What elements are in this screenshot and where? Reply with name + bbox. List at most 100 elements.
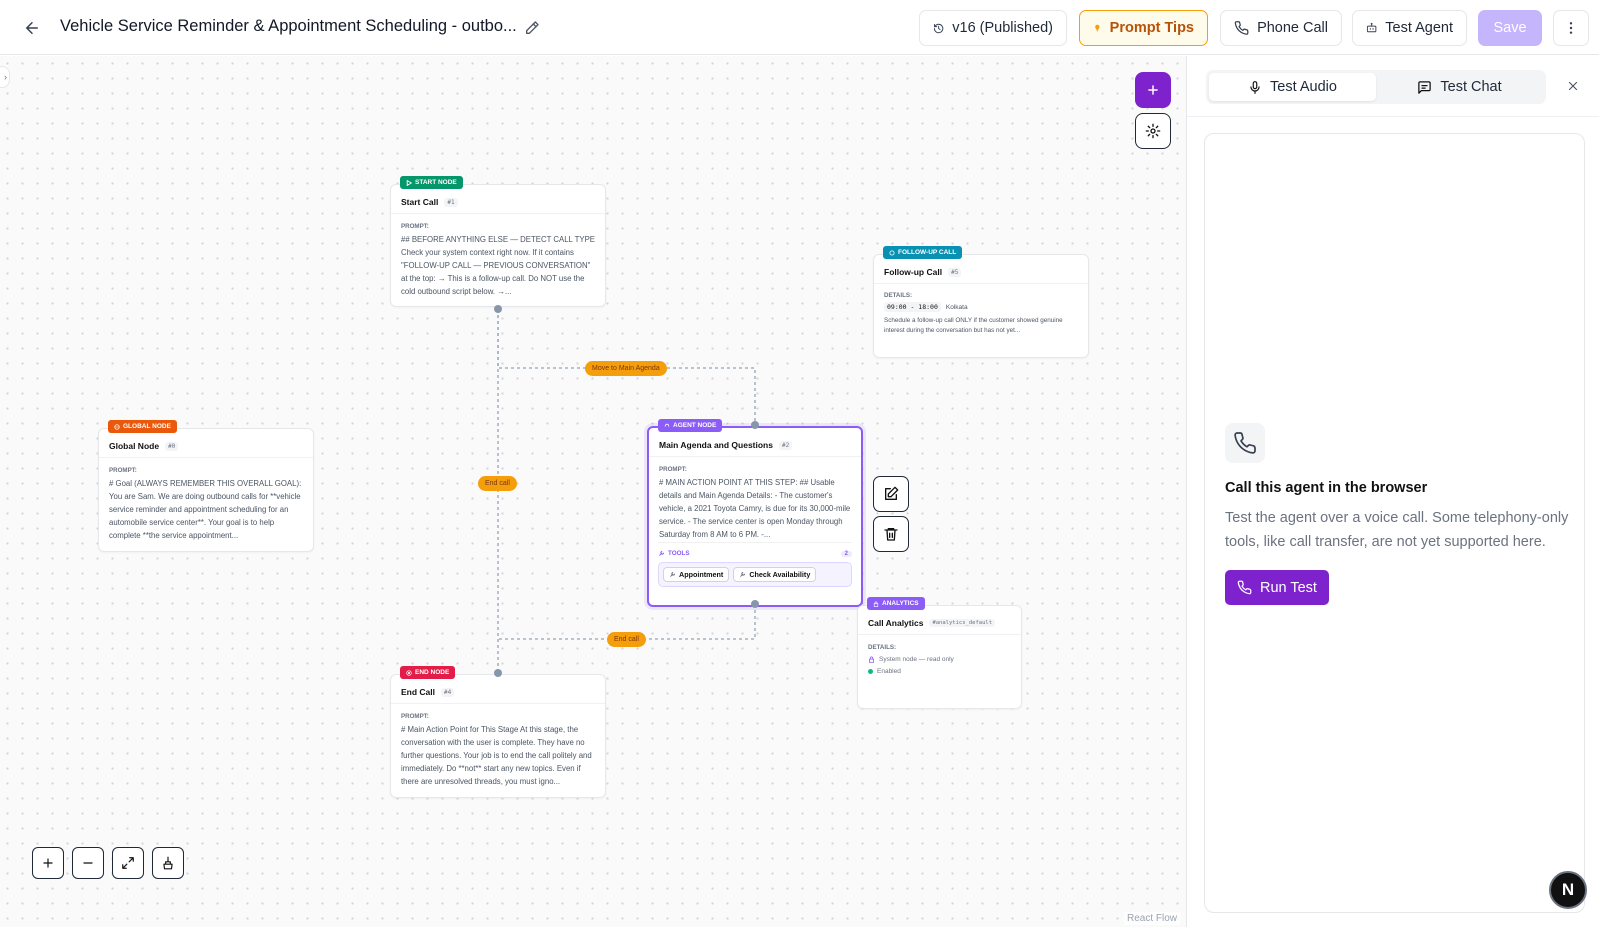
bot-icon [1366, 22, 1377, 33]
test-tabs: Test Audio Test Chat [1206, 70, 1546, 104]
followup-node[interactable]: FOLLOW-UP CALL Follow-up Call #5 DETAILS… [873, 246, 1089, 358]
zoom-in-button[interactable] [32, 847, 64, 879]
add-node-button[interactable] [1135, 72, 1171, 108]
run-test-button[interactable]: Run Test [1225, 570, 1329, 605]
tool-chip-label: Check Availability [749, 570, 811, 579]
followup-node-name: Follow-up Call [884, 267, 943, 277]
more-vertical-icon [1569, 22, 1573, 34]
analytics-enabled-text: Enabled [877, 668, 901, 675]
agent-node-target-handle[interactable] [751, 421, 759, 429]
prompt-tips-label: Prompt Tips [1109, 20, 1194, 36]
followup-timezone: Kolkata [945, 303, 968, 311]
clean-layout-icon [163, 856, 173, 870]
lock-icon [873, 600, 879, 607]
test-agent-button[interactable]: Test Agent [1352, 10, 1467, 46]
followup-node-header: Follow-up Call #5 [874, 255, 1088, 284]
more-options-button[interactable] [1553, 10, 1589, 46]
start-node[interactable]: START NODE Start Call #1 PROMPT: ## BEFO… [390, 176, 606, 307]
card-title: Call this agent in the browser [1225, 480, 1428, 496]
card-description: Test the agent over a voice call. Some t… [1225, 510, 1569, 550]
global-node-section: PROMPT: [109, 467, 137, 474]
end-node-id: #4 [441, 687, 455, 697]
headset-icon [664, 423, 670, 427]
end-node-prompt: # Main Action Point for This Stage At th… [401, 725, 592, 786]
arrow-left-icon [26, 22, 38, 34]
analytics-enabled: Enabled [858, 665, 1021, 678]
zoom-out-icon [83, 862, 93, 864]
agent-node[interactable]: AGENT NODE Main Agenda and Questions #2 … [647, 419, 863, 607]
tab-test-chat[interactable]: Test Chat [1376, 73, 1543, 101]
global-node-badge-label: GLOBAL NODE [123, 423, 171, 430]
start-node-badge: START NODE [400, 176, 463, 189]
flow-canvas[interactable]: › Move to Main Agenda End call End call … [0, 56, 1186, 927]
zoom-out-button[interactable] [72, 847, 104, 879]
end-node-name: End Call [401, 687, 436, 697]
pencil-icon [526, 21, 539, 34]
agent-node-tools: Appointment Check Availability [658, 562, 852, 587]
tool-chip-check-availability[interactable]: Check Availability [733, 567, 817, 582]
agent-node-source-handle[interactable] [751, 600, 759, 608]
followup-node-badge-label: FOLLOW-UP CALL [898, 249, 957, 256]
back-button[interactable] [18, 14, 46, 42]
followup-node-text: Schedule a follow-up call ONLY if the cu… [884, 317, 1063, 334]
end-node-header: End Call #4 [391, 675, 605, 704]
auto-layout-button[interactable] [152, 847, 184, 879]
phone-call-label: Phone Call [1257, 20, 1328, 36]
phone-call-button[interactable]: Phone Call [1220, 10, 1342, 46]
edge-label-end-call-left[interactable]: End call [478, 476, 517, 491]
start-node-handle[interactable] [494, 305, 502, 313]
edit-icon [885, 486, 899, 500]
tools-label: TOOLS [668, 550, 690, 557]
tab-test-audio-label: Test Audio [1270, 79, 1337, 95]
globe-icon [114, 423, 120, 430]
end-node[interactable]: END NODE End Call #4 PROMPT: # Main Acti… [390, 666, 606, 798]
start-node-badge-label: START NODE [415, 179, 457, 186]
followup-node-id: #5 [948, 267, 962, 277]
framework-badge[interactable]: N [1549, 871, 1587, 909]
analytics-node-id: #analytics_default [929, 619, 996, 627]
agent-node-tools-header: TOOLS 2 [658, 542, 852, 557]
prompt-tips-button[interactable]: Prompt Tips [1079, 10, 1208, 46]
global-node-header: Global Node #0 [99, 429, 313, 458]
tools-label-wrap: TOOLS [658, 550, 690, 557]
start-node-id: #1 [444, 197, 458, 207]
delete-node-button[interactable] [873, 516, 909, 552]
phone-icon [1237, 580, 1252, 595]
test-audio-card: Call this agent in the browser Test the … [1204, 133, 1585, 913]
agent-node-badge-label: AGENT NODE [673, 422, 717, 429]
bulb-icon [1095, 24, 1100, 32]
page-title: Vehicle Service Reminder & Appointment S… [60, 17, 517, 35]
flow-settings-button[interactable] [1135, 113, 1171, 149]
tab-test-chat-label: Test Chat [1440, 79, 1502, 95]
tab-test-audio[interactable]: Test Audio [1209, 73, 1376, 101]
play-icon [406, 179, 412, 186]
tool-chip-appointment[interactable]: Appointment [663, 567, 730, 582]
global-node[interactable]: GLOBAL NODE Global Node #0 PROMPT: # Goa… [98, 420, 314, 552]
edge-label-move-to-main[interactable]: Move to Main Agenda [585, 361, 667, 376]
analytics-node[interactable]: ANALYTICS Call Analytics #analytics_defa… [857, 597, 1022, 709]
save-button[interactable]: Save [1478, 10, 1542, 46]
phone-icon [1234, 21, 1249, 35]
fit-view-button[interactable] [112, 847, 144, 879]
wrench-icon [670, 571, 676, 577]
fit-view-icon [122, 857, 134, 869]
lock-icon [869, 656, 874, 663]
version-button[interactable]: v16 (Published) [919, 10, 1067, 46]
start-node-name: Start Call [401, 197, 439, 207]
top-bar: Vehicle Service Reminder & Appointment S… [0, 0, 1599, 55]
chat-icon [1418, 80, 1432, 94]
end-node-handle[interactable] [494, 669, 502, 677]
analytics-node-header: Call Analytics #analytics_default [858, 606, 1021, 635]
edit-node-button[interactable] [873, 476, 909, 512]
global-node-id: #0 [165, 441, 179, 451]
analytics-node-name: Call Analytics [868, 618, 924, 628]
agent-node-id: #2 [778, 440, 793, 450]
close-panel-button[interactable] [1562, 75, 1584, 97]
edge-label-end-call-bottom[interactable]: End call [607, 632, 646, 647]
end-node-badge-label: END NODE [415, 669, 450, 676]
global-node-name: Global Node [109, 441, 160, 451]
plus-icon [1148, 85, 1158, 95]
rename-button[interactable] [520, 16, 544, 40]
tool-chip-label: Appointment [679, 570, 724, 579]
react-flow-attribution[interactable]: React Flow [1123, 912, 1180, 925]
